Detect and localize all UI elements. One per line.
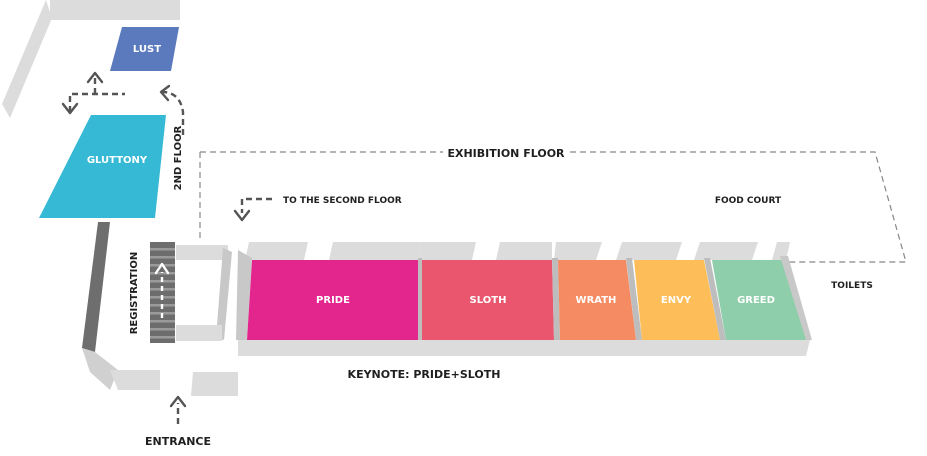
exhibition-floor-base <box>238 340 810 356</box>
stair-step <box>150 248 175 251</box>
room-pride-label: PRIDE <box>316 295 350 306</box>
back-wall-segment <box>694 242 758 260</box>
room-pride <box>247 260 418 340</box>
exhibition-floor-outline <box>199 151 907 263</box>
left-wall-dark <box>82 222 110 352</box>
upper-floor-wall-top <box>50 0 180 20</box>
food-court-label: FOOD COURT <box>715 196 782 206</box>
stairs-left-arrowhead <box>61 102 79 115</box>
to-second-floor-arrow-path <box>240 197 272 213</box>
stairs-up-arrow-path <box>68 92 125 112</box>
stair-step <box>150 256 175 259</box>
room-greed <box>712 260 808 340</box>
exhibition-left-wall <box>236 250 252 340</box>
room-envy-label: ENVY <box>661 295 692 306</box>
back-wall-segment <box>245 242 308 260</box>
room-sloth-label: SLOTH <box>470 295 507 306</box>
registration-stairs <box>150 242 175 343</box>
sloth-wrath-divider <box>552 258 560 340</box>
stairs-white-arrowhead <box>154 262 170 275</box>
registration-box-wall-top <box>176 245 228 260</box>
stair-step <box>150 320 175 323</box>
to-second-floor-label: TO THE SECOND FLOOR <box>283 196 402 206</box>
second-floor-arrow-path <box>161 90 185 135</box>
second-floor-label: 2ND FLOOR <box>173 125 184 190</box>
exhibition-floor-label: EXHIBITION FLOOR <box>447 147 565 160</box>
back-wall-segment <box>418 242 476 260</box>
room-envy <box>634 260 720 340</box>
envy-greed-divider <box>704 258 726 340</box>
room-wrath-label: WRATH <box>576 295 617 306</box>
back-wall-segment <box>329 242 420 260</box>
toilets-label: TOILETS <box>831 281 873 291</box>
entrance-arrowhead <box>169 395 187 408</box>
back-wall-segment <box>616 242 682 260</box>
room-sloth <box>422 260 554 340</box>
exhibition-floor-label-bg <box>443 144 568 160</box>
back-wall-segment <box>554 242 602 260</box>
to-lust-arrowhead <box>86 71 104 84</box>
wrath-envy-divider <box>626 258 642 340</box>
entrance-wall-left <box>110 370 160 390</box>
exhibition-right-wall <box>780 256 812 340</box>
back-wall-segment <box>496 242 552 260</box>
left-wall-base <box>82 348 118 390</box>
back-wall-segment <box>772 242 790 260</box>
upper-floor-wall-left <box>2 0 52 118</box>
pride-sloth-divider <box>418 258 422 340</box>
registration-box-wall-right <box>216 248 232 340</box>
stair-step <box>150 272 175 275</box>
stair-step <box>150 336 175 339</box>
to-second-floor-arrowhead <box>233 209 251 222</box>
room-gluttony <box>39 115 166 218</box>
room-lust <box>110 27 179 71</box>
keynote-label: KEYNOTE: PRIDE+SLOTH <box>348 368 501 381</box>
room-gluttony-label: GLUTTONY <box>87 155 148 166</box>
stair-step <box>150 328 175 331</box>
registration-label: REGISTRATION <box>129 252 140 335</box>
second-floor-arrowhead <box>159 84 171 102</box>
registration-box-wall-bottom <box>176 325 222 341</box>
entrance-wall-right <box>191 372 238 396</box>
room-wrath <box>558 260 636 340</box>
room-lust-label: LUST <box>133 44 161 55</box>
room-greed-label: GREED <box>737 295 775 306</box>
entrance-label: ENTRANCE <box>145 435 211 448</box>
